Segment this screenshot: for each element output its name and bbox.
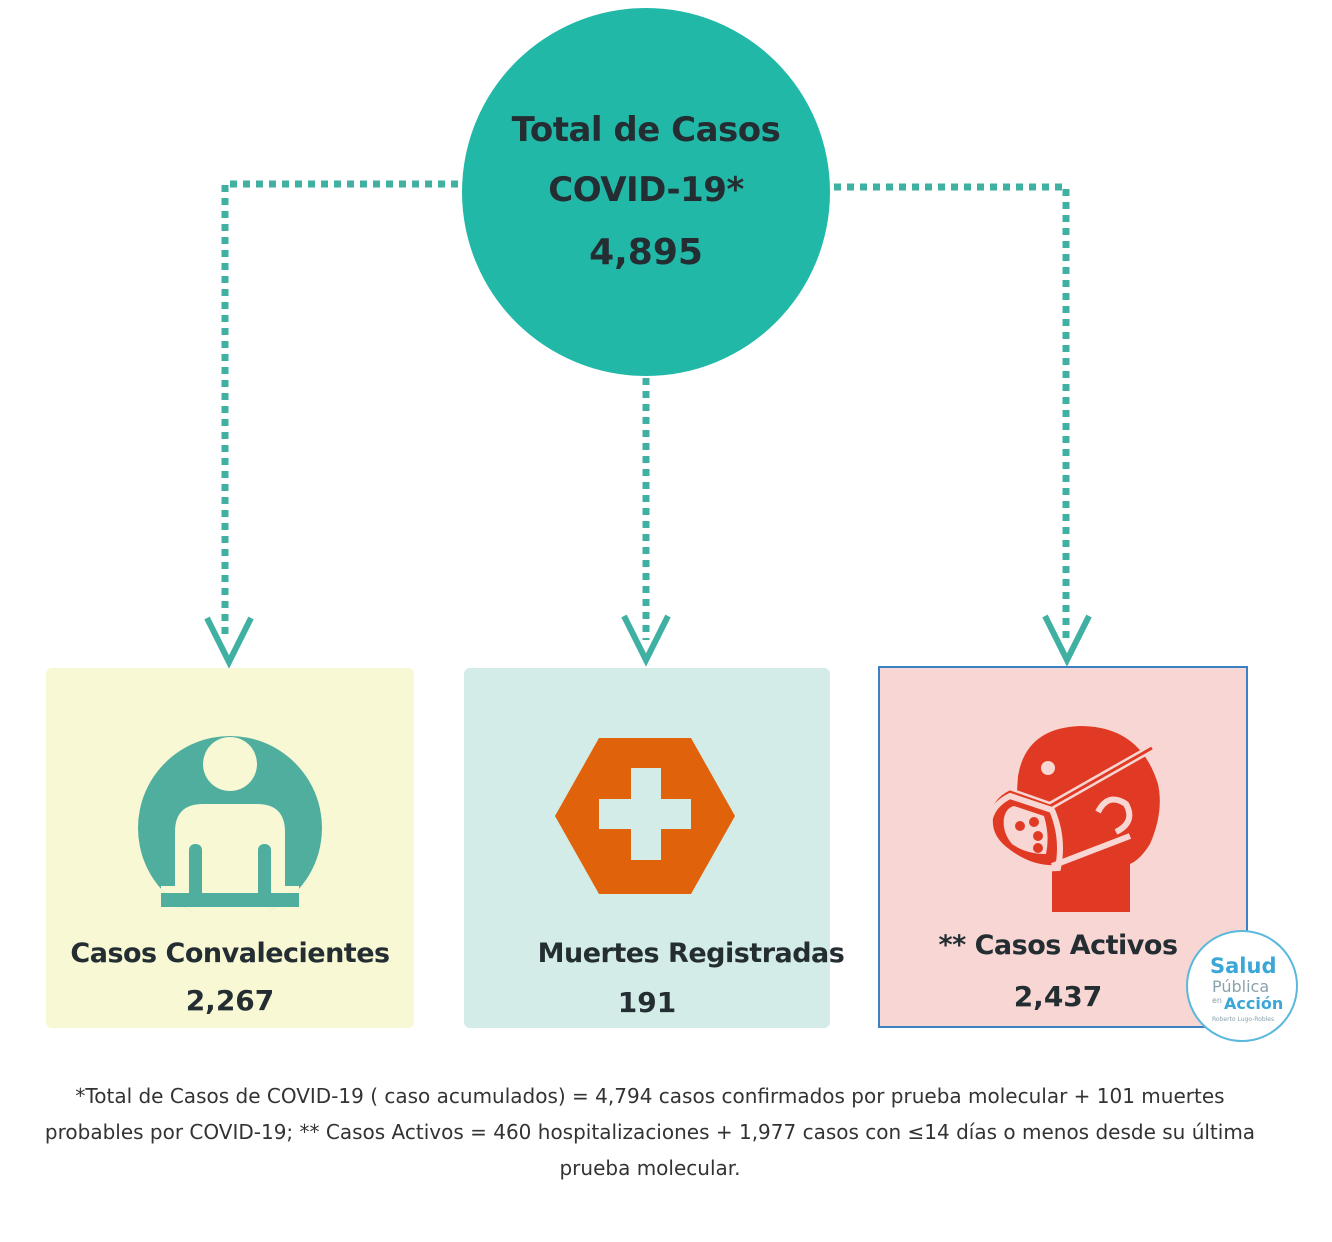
medical-cross-icon [555,738,735,894]
card-value: 191 [617,986,677,1019]
connector-left [221,180,458,640]
arrowhead-left [204,616,254,669]
total-title-line1: Total de Casos [511,110,781,150]
total-value: 4,895 [589,232,703,273]
connector-right [834,183,1070,640]
card-value: 2,267 [185,984,275,1017]
card-label: Muertes Registradas [537,938,845,969]
footnote: *Total de Casos de COVID-19 ( caso acumu… [44,1084,1256,1180]
card-deaths: Muertes Registradas 191 [464,668,845,1028]
card-active: ** Casos Activos 2,437 [878,666,1248,1028]
salud-publica-logo: Salud Pública en Acción Roberto Lugo-Rob… [1186,930,1298,1042]
arrowhead-right [1042,614,1092,667]
card-label: Casos Convalecientes [70,938,390,969]
arrowhead-center [621,614,671,667]
total-cases-circle: Total de Casos COVID-19* 4,895 [462,8,830,376]
card-label: ** Casos Activos [938,930,1178,961]
card-value: 2,437 [1013,980,1103,1013]
total-title-line2: COVID-19* [548,170,744,210]
card-convalescent: Casos Convalecientes 2,267 [46,668,414,1028]
face-mask-icon [986,726,1160,912]
person-icon [138,736,322,912]
